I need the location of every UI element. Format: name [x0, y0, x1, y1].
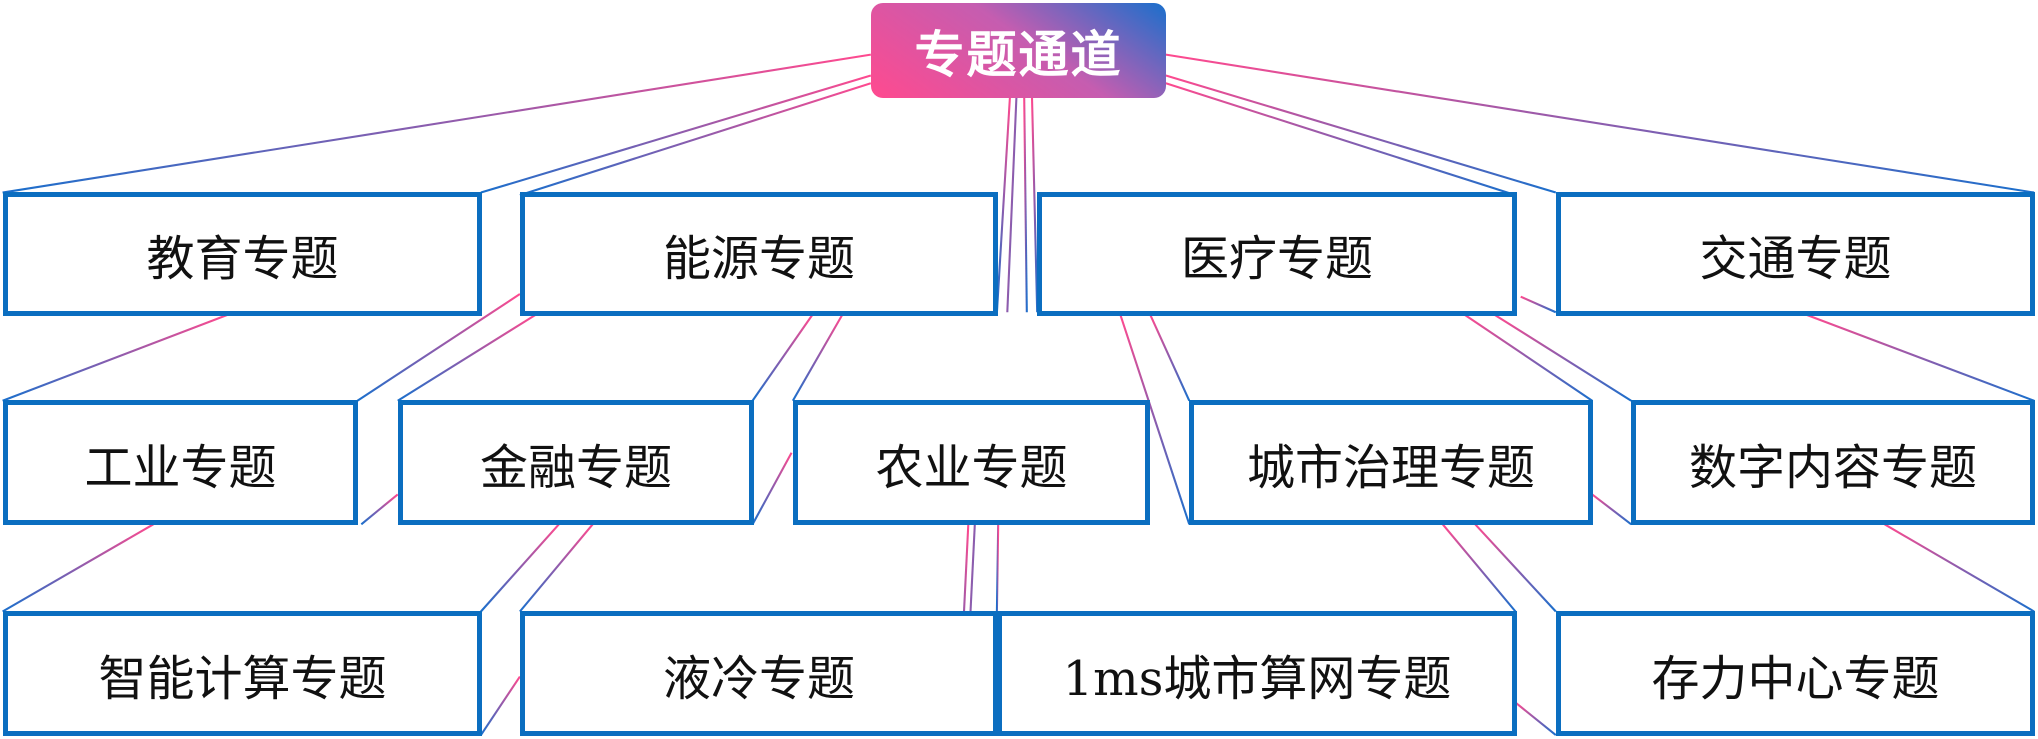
node-intelligent-computing[interactable]: 智能计算专题: [3, 611, 482, 736]
node-agriculture[interactable]: 农业专题: [793, 400, 1150, 525]
node-storage-center[interactable]: 存力中心专题: [1556, 611, 2035, 736]
node-finance[interactable]: 金融专题: [398, 400, 754, 525]
node-medical[interactable]: 医疗专题: [1037, 192, 1517, 316]
node-energy[interactable]: 能源专题: [520, 192, 998, 316]
node-1ms-city-network[interactable]: 1ms城市算网专题: [997, 611, 1517, 736]
node-industry[interactable]: 工业专题: [3, 400, 358, 525]
node-digital-content[interactable]: 数字内容专题: [1631, 400, 2035, 525]
root-node-topic-channel[interactable]: 专题通道: [871, 3, 1166, 98]
node-liquid-cooling[interactable]: 液冷专题: [520, 611, 998, 736]
node-urban-governance[interactable]: 城市治理专题: [1189, 400, 1593, 525]
node-education[interactable]: 教育专题: [3, 192, 482, 316]
node-transport[interactable]: 交通专题: [1556, 192, 2035, 316]
